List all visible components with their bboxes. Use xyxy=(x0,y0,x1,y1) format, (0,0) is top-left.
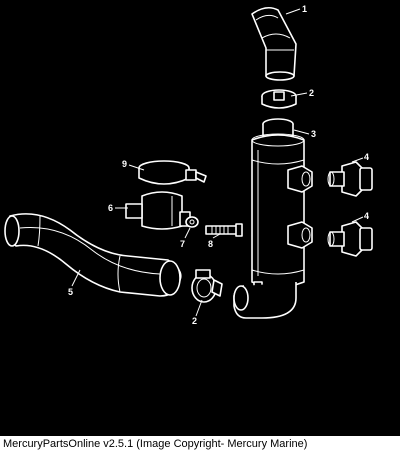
callout-5: 5 xyxy=(68,287,73,297)
part-2-hose-clamp-bottom[interactable] xyxy=(191,269,223,303)
callout-1: 1 xyxy=(302,4,307,14)
part-1-elbow-hose[interactable] xyxy=(251,6,297,81)
callout-7: 7 xyxy=(180,239,185,249)
callout-2-top: 2 xyxy=(309,88,314,98)
part-2-hose-clamp-top[interactable] xyxy=(261,89,297,109)
copyright-footer: MercuryPartsOnline v2.5.1 (Image Copyrig… xyxy=(0,436,400,452)
part-8-screw[interactable] xyxy=(205,223,243,237)
part-6-bracket[interactable] xyxy=(125,191,191,230)
callout-8: 8 xyxy=(208,239,213,249)
callout-6: 6 xyxy=(108,203,113,213)
callout-4-upper: 4 xyxy=(364,152,369,162)
part-4-fitting-lower[interactable] xyxy=(327,221,373,257)
callout-numbers: 1 2 3 4 4 9 6 7 8 5 2 xyxy=(68,4,369,326)
part-5-long-hose[interactable] xyxy=(4,213,182,297)
part-3-cooler-body[interactable] xyxy=(233,118,313,319)
callout-leaders xyxy=(71,8,364,317)
part-4-fitting-upper[interactable] xyxy=(327,161,373,197)
callout-2-bottom: 2 xyxy=(192,316,197,326)
part-7-washer[interactable] xyxy=(185,216,199,228)
callout-4-lower: 4 xyxy=(364,211,369,221)
callout-9: 9 xyxy=(122,159,127,169)
part-9-band-clamp[interactable] xyxy=(138,160,207,185)
callout-3: 3 xyxy=(311,129,316,139)
